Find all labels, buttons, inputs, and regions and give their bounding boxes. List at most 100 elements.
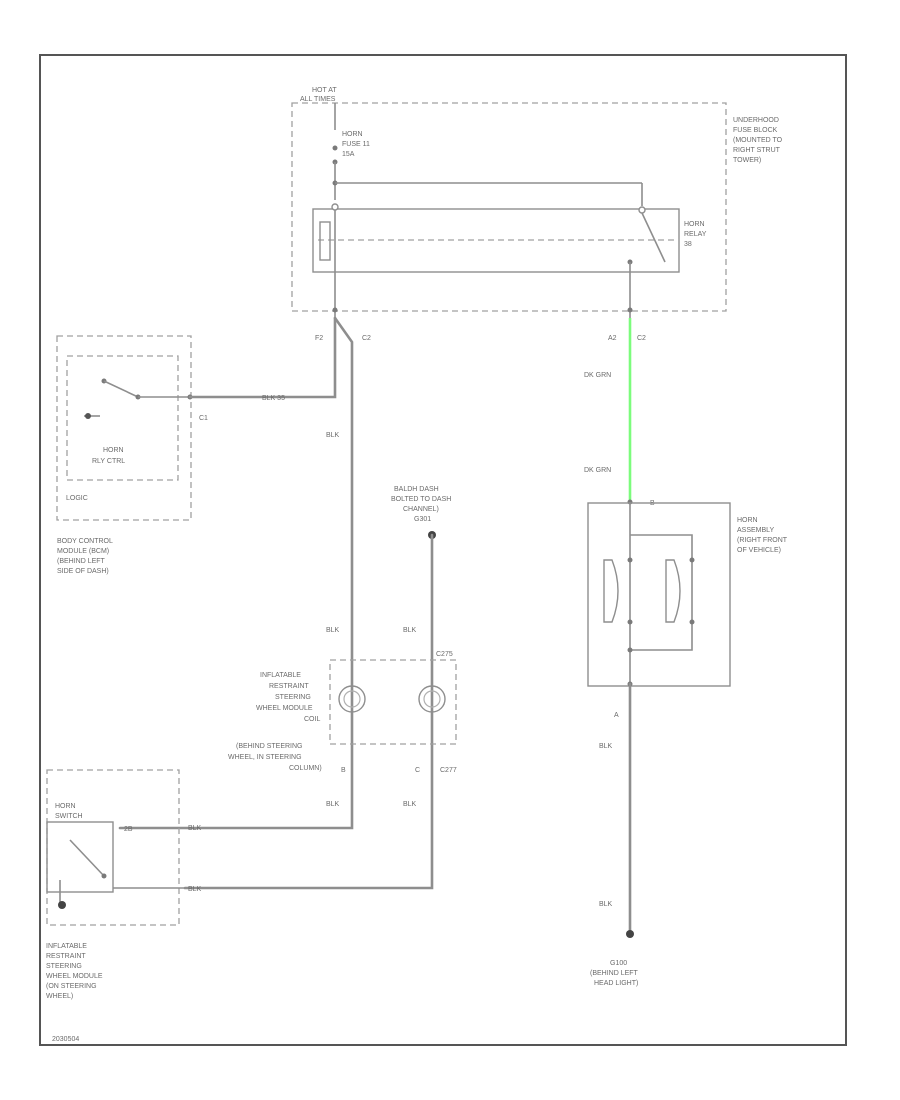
bcm-logic-label: LOGIC	[66, 495, 88, 502]
ground-g100-symbol	[626, 930, 634, 938]
horn-switch-pin-label: 2B	[124, 826, 133, 833]
fuse-label-3: 15A	[342, 151, 355, 158]
bcm-inner-label-1: HORN	[103, 447, 124, 454]
bcm-logic-outline	[66, 355, 179, 481]
relay-switch-pivot	[638, 206, 646, 214]
coil-name-3: STEERING	[275, 694, 311, 701]
coil-outline	[329, 659, 457, 745]
relay-box	[312, 208, 680, 273]
relay-label-2: RELAY	[684, 231, 707, 238]
ground-bolt-label-1: BALDH DASH	[394, 486, 439, 493]
horn-speaker-icon-1	[603, 559, 619, 623]
bcm-name-3: (BEHIND LEFT	[57, 558, 106, 565]
coil-symbol-right-inner	[423, 690, 441, 708]
horn-speaker-icon-2	[665, 559, 681, 623]
wire-label-dkgrn-1: DK GRN	[584, 372, 611, 379]
wire-label-blk-4: BLK	[188, 825, 202, 832]
relay-label-3: 38	[684, 241, 692, 248]
fuse-label-1: HORN	[342, 131, 363, 138]
horn-switch-module-outline	[46, 769, 180, 926]
coil-name-1: INFLATABLE	[260, 672, 301, 679]
horn-switch-module-2: RESTRAINT	[46, 953, 86, 960]
horn-assembly-box	[587, 502, 731, 687]
horn-switch-label-1: HORN	[55, 803, 76, 810]
bcm-name-1: BODY CONTROL	[57, 538, 113, 545]
horn-switch-module-6: WHEEL)	[46, 993, 73, 1000]
ground-g100-label-1: G100	[610, 960, 627, 967]
ground-bolt-label-2: BOLTED TO DASH	[391, 496, 451, 503]
horn-assembly-name-1: HORN	[737, 517, 758, 524]
horn-switch-arm	[69, 839, 105, 877]
relay-coil-top-terminal	[331, 203, 339, 211]
coil-name-8: COLUMN)	[289, 765, 322, 772]
horn-pin-a-label: A	[614, 712, 619, 719]
coil-symbol-left	[338, 685, 366, 713]
horn-switch-box	[46, 821, 114, 893]
fuse-block-name-4: RIGHT STRUT	[733, 147, 781, 154]
fuse-label-2: FUSE 11	[342, 141, 370, 148]
fuse-terminal-top	[332, 145, 338, 151]
horn-switch-label-2: SWITCH	[55, 813, 83, 820]
fuse-block-outline	[291, 102, 727, 312]
wire-label-dkgrn-2: DK GRN	[584, 467, 611, 474]
fuse-block-name-5: TOWER)	[733, 157, 761, 164]
relay-to-horn-switch-wire	[118, 316, 354, 830]
coil-conn-bottom-label: C277	[440, 767, 457, 774]
horn-switch-contact	[101, 873, 107, 879]
wire-label-blk-1: BLK	[326, 432, 340, 439]
wire-label-blk-9: BLK	[599, 901, 613, 908]
fuse-block-name-1: UNDERHOOD	[733, 117, 779, 124]
bcm-outline	[56, 335, 192, 521]
bcm-ground-dot	[85, 413, 91, 419]
coil-name-6: (BEHIND STEERING	[236, 743, 303, 750]
wire-label-blk-3: BLK	[326, 801, 340, 808]
relay-pin-a2	[627, 307, 633, 313]
wire-label-blk-6: BLK	[403, 801, 417, 808]
ground-g100-label-3: HEAD LIGHT)	[594, 980, 638, 987]
ground-bolt-label-3: CHANNEL)	[403, 506, 439, 513]
horn-common-splice	[627, 647, 633, 653]
wire-label-blk-7: BLK	[188, 886, 202, 893]
bcm-inner-label-2: RLY CTRL	[92, 458, 125, 465]
horn2-top-terminal	[689, 557, 695, 563]
coil-name-4: WHEEL MODULE	[256, 705, 313, 712]
horn-switch-module-4: WHEEL MODULE	[46, 973, 103, 980]
coil-conn-top-label: C275	[436, 651, 453, 658]
relay-switch-arm	[641, 212, 666, 263]
wire-label-blk-5: BLK	[403, 627, 417, 634]
relay-coil	[319, 221, 331, 261]
coil-symbol-right	[418, 685, 446, 713]
hot-at-label-2: ALL TIMES	[300, 96, 336, 103]
horn-assembly-name-2: ASSEMBLY	[737, 527, 775, 534]
horn-switch-module-5: (ON STEERING	[46, 983, 97, 990]
fuse-block-name-2: FUSE BLOCK	[733, 127, 778, 134]
horn1-top-terminal	[627, 557, 633, 563]
bcm-wire-label: BLK 35	[262, 395, 285, 402]
ground-g100-label-2: (BEHIND LEFT	[590, 970, 639, 977]
relay-label-1: HORN	[684, 221, 705, 228]
hot-at-label-1: HOT AT	[312, 87, 337, 94]
pin-a2-label: A2	[608, 335, 617, 342]
bcm-name-2: MODULE (BCM)	[57, 548, 109, 555]
wire-label-blk-2: BLK	[326, 627, 340, 634]
horn2-bottom-terminal	[689, 619, 695, 625]
bcm-relay-wire	[188, 316, 337, 399]
horn-assembly-name-3: (RIGHT FRONT	[737, 537, 788, 544]
diagram-frame	[39, 54, 847, 1046]
ground-bolt-label-4: G301	[414, 516, 431, 523]
pin-f2-label: F2	[315, 335, 323, 342]
coil-symbol-left-inner	[343, 690, 361, 708]
bcm-name-4: SIDE OF DASH)	[57, 568, 109, 575]
bcm-c1-label: C1	[199, 415, 208, 422]
coil-name-2: RESTRAINT	[269, 683, 309, 690]
horn1-bottom-terminal	[627, 619, 633, 625]
horn-switch-module-1: INFLATABLE	[46, 943, 87, 950]
wire-label-blk-8: BLK	[599, 743, 613, 750]
bcm-switch-arm	[103, 380, 139, 398]
coil-pin-c-label: C	[415, 767, 420, 774]
ground-to-horn-switch-wire	[183, 533, 434, 890]
horn-internal-parallel-wire	[630, 534, 693, 651]
figure-id: 2030504	[52, 1036, 79, 1043]
conn-c2-left-label: C2	[362, 335, 371, 342]
conn-c2-right-label: C2	[637, 335, 646, 342]
